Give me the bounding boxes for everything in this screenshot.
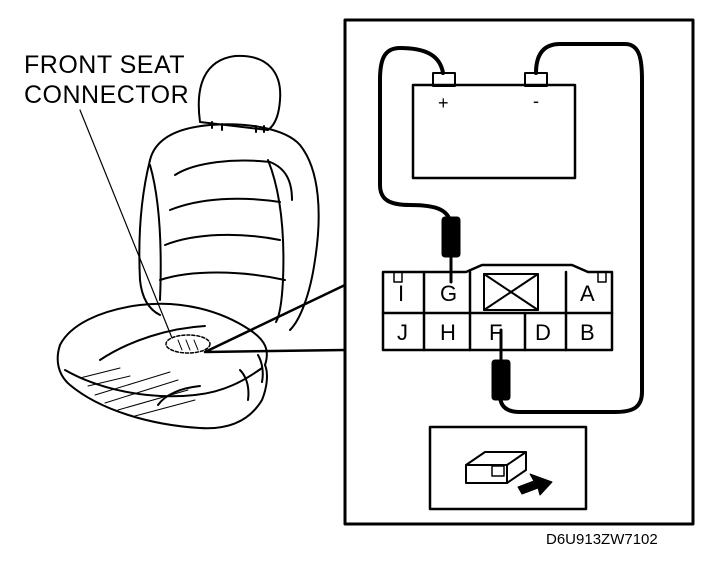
- figure-id: D6U913ZW7102: [546, 531, 658, 548]
- callout-leader: [79, 109, 173, 339]
- battery-positive-label: +: [438, 93, 449, 113]
- pin-label-J: J: [397, 320, 408, 345]
- pin-label-B: B: [580, 320, 595, 345]
- battery: [411, 72, 577, 180]
- battery-negative-label: -: [533, 91, 539, 111]
- pin-label-A: A: [580, 281, 595, 306]
- pin-label-D: D: [535, 320, 551, 345]
- positive-probe: [441, 216, 461, 284]
- front-seat-connector-callout: FRONT SEAT CONNECTOR: [24, 50, 189, 110]
- negative-probe: [491, 328, 511, 401]
- front-seat: [56, 54, 320, 430]
- callout-line-2: CONNECTOR: [24, 81, 190, 109]
- pin-label-G: G: [440, 281, 457, 306]
- pin-label-H: H: [440, 320, 456, 345]
- seat-connector-location: [165, 334, 211, 354]
- blank-cavity: [483, 273, 539, 311]
- connector-view-inset: [428, 425, 588, 511]
- seat-connector: [381, 263, 614, 352]
- negative-lead-wire: [498, 42, 644, 414]
- pin-label-F: F: [489, 320, 502, 345]
- pin-label-I: I: [398, 281, 404, 306]
- view-direction-arrow: [517, 473, 553, 496]
- zoom-wedge: [203, 283, 347, 354]
- detail-frame: [343, 18, 695, 526]
- callout-line-1: FRONT SEAT: [24, 51, 186, 79]
- positive-lead-wire: [378, 46, 454, 230]
